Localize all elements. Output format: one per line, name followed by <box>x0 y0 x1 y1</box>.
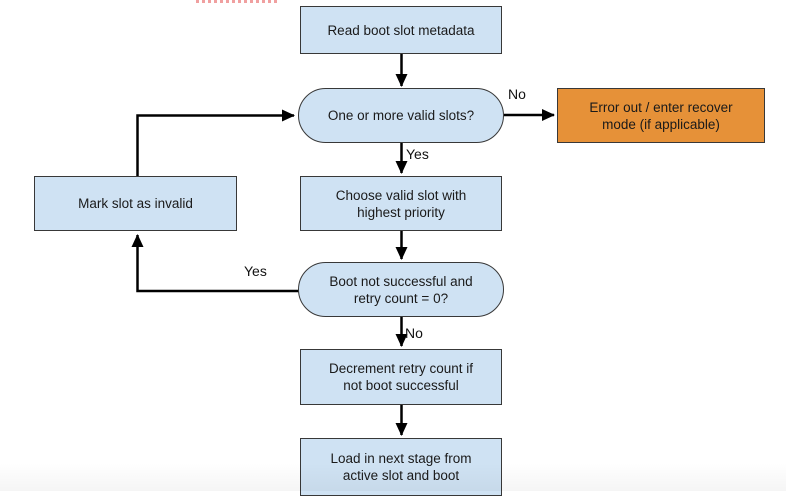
edge-boot-to-mark <box>131 234 299 293</box>
node-load-next-stage: Load in next stage from active slot and … <box>300 438 502 496</box>
node-label: Mark slot as invalid <box>78 196 193 211</box>
node-label: Load in next stage from active slot and … <box>330 451 472 483</box>
node-mark-slot-invalid: Mark slot as invalid <box>34 176 237 231</box>
edge-label-yes-to-mark-invalid: Yes <box>244 263 267 279</box>
node-decrement-retry-count: Decrement retry count if not boot succes… <box>300 349 502 405</box>
node-choose-valid-slot: Choose valid slot with highest priority <box>300 176 502 231</box>
node-label: Read boot slot metadata <box>327 22 475 38</box>
node-label: Boot not successful and retry count = 0? <box>329 273 473 306</box>
node-error-recover-mode: Error out / enter recover mode (if appli… <box>557 88 765 143</box>
edge-label-no-to-decrement: No <box>405 325 423 341</box>
node-decision-boot-retry: Boot not successful and retry count = 0? <box>298 262 504 317</box>
node-label: One or more valid slots? <box>327 108 475 123</box>
node-read-boot-slot-metadata: Read boot slot metadata <box>300 6 502 54</box>
red-tick-marks <box>196 0 278 3</box>
node-decision-valid-slots: One or more valid slots? <box>298 88 504 143</box>
node-label: Error out / enter recover mode (if appli… <box>589 99 733 132</box>
node-label: Decrement retry count if not boot succes… <box>328 361 474 393</box>
edge-label-yes-to-choose: Yes <box>406 146 429 162</box>
edge-label-no-to-error: No <box>508 86 526 102</box>
node-label: Choose valid slot with highest priority <box>335 187 467 220</box>
edge-mark-to-valid <box>136 109 295 176</box>
